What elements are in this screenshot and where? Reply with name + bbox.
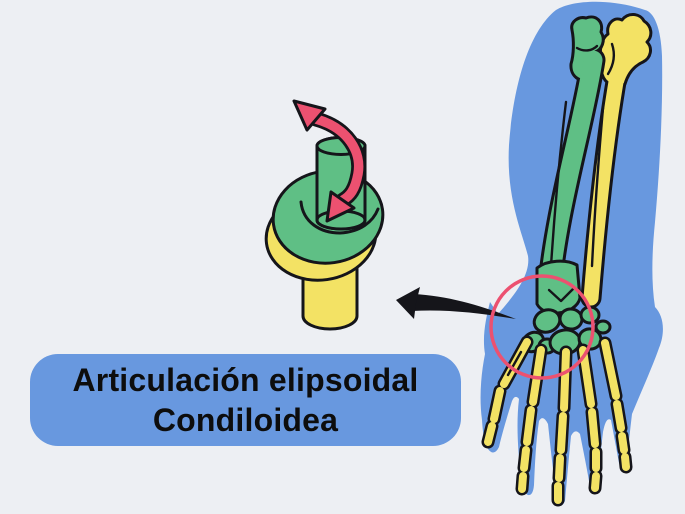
caption-line-2: Condiloidea	[152, 402, 339, 438]
radius-distal-chevron	[547, 287, 575, 303]
ulna-bone-shaft	[583, 68, 625, 306]
caption-line-1: Articulación elipsoidal	[72, 361, 419, 398]
pointer-arrow-tail	[412, 294, 516, 319]
carpal-bone	[558, 307, 584, 331]
joint-diagram	[264, 99, 385, 331]
motion-arrow-head-bottom	[325, 190, 356, 223]
radius-head-detail-line	[575, 44, 599, 52]
socket-rim-line	[299, 200, 380, 235]
wrist-highlight-circle	[489, 274, 595, 380]
arm-silhouette	[480, 1, 663, 506]
motion-arrow-curve	[311, 114, 364, 205]
caption-card: Articulación elipsoidal Condiloidea	[30, 354, 461, 446]
carpal-bone	[594, 319, 612, 335]
pointer-arrow	[396, 287, 516, 319]
pointer-arrow-head	[396, 287, 420, 319]
ulna-bone-head	[598, 13, 653, 88]
ulna-shaft-detail-line	[590, 106, 605, 268]
forearm-hand-figure	[480, 1, 663, 506]
radius-shaft-detail-line	[549, 100, 568, 268]
motion-arrow-head-top	[292, 99, 327, 132]
thumb-metacarpal-detail	[506, 350, 523, 377]
ulna-head-detail-line	[606, 42, 616, 76]
